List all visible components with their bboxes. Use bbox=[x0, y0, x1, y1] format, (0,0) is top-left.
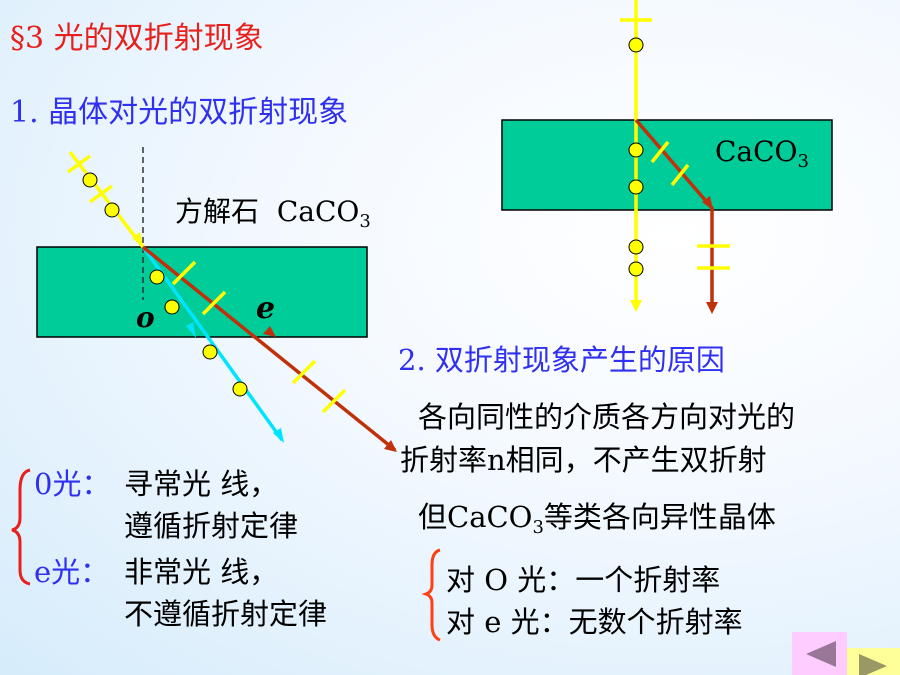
crystal-label: 方解石 CaCO3 bbox=[175, 195, 371, 232]
e-light-label: e光： bbox=[34, 555, 110, 589]
polarization-dashes bbox=[66, 154, 347, 414]
reason-line-2: 折射率n相同，不产生双折射 bbox=[400, 443, 767, 477]
incident-ray bbox=[68, 150, 145, 249]
index-e-light: 对 e 光：无数个折射率 bbox=[446, 605, 743, 639]
right-crystal-label: CaCO3 bbox=[715, 135, 809, 172]
right-diagram bbox=[501, 0, 833, 314]
section-1-heading: 1. 晶体对光的双折射现象 bbox=[10, 95, 349, 130]
e-light-line-2: 不遵循折射定律 bbox=[124, 597, 328, 631]
triangle-right-icon bbox=[859, 654, 887, 675]
crystal-block-right bbox=[501, 119, 833, 211]
section-2-heading: 2. 双折射现象产生的原因 bbox=[398, 343, 725, 377]
o-light-label: 0光： bbox=[34, 467, 111, 501]
next-slide-button[interactable] bbox=[847, 648, 900, 675]
e-ray-arrowhead bbox=[384, 440, 397, 452]
reason-line-1: 各向同性的介质各方向对光的 bbox=[418, 400, 796, 434]
e-ray bbox=[141, 245, 397, 452]
triangle-left-icon bbox=[806, 641, 836, 667]
o-light-line-2: 遵循折射定律 bbox=[124, 509, 299, 543]
polarization-dots bbox=[82, 172, 248, 397]
slide-title: §3 光的双折射现象 bbox=[10, 21, 264, 56]
e-light-line-1: 非常光 线， bbox=[124, 555, 279, 589]
left-diagram bbox=[36, 147, 397, 452]
crystal-block bbox=[36, 246, 368, 338]
e-ray-label: e bbox=[256, 291, 276, 326]
o-ray bbox=[141, 245, 284, 442]
prev-slide-button[interactable] bbox=[792, 632, 847, 675]
incident-arrowhead bbox=[132, 232, 143, 247]
index-o-light: 对 O 光：一个折射率 bbox=[446, 563, 721, 597]
brace-right bbox=[421, 548, 441, 642]
o-ray-label: o bbox=[136, 301, 155, 334]
o-light-line-1: 寻常光 线， bbox=[124, 467, 279, 501]
brace-left bbox=[11, 468, 31, 586]
o-ray-arrowhead bbox=[273, 428, 284, 443]
reason-line-3: 但CaCO3等类各向异性晶体 bbox=[418, 500, 776, 538]
